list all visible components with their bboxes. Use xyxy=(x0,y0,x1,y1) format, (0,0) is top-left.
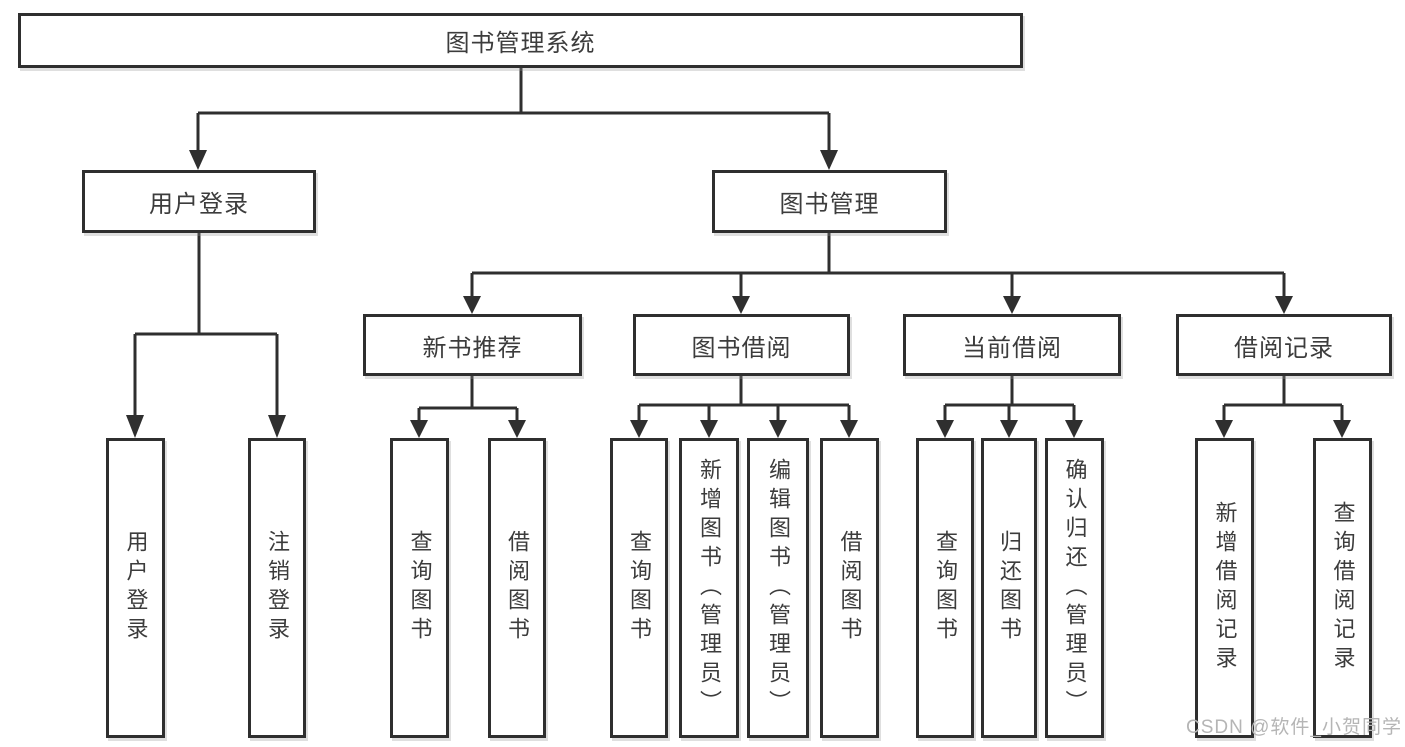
leaf-borrow-edit-book-admin: 编辑图书（管理员） xyxy=(747,438,809,738)
leaf-records-add-record: 新增借阅记录 xyxy=(1195,438,1254,738)
leaf-records-query-record: 查询借阅记录 xyxy=(1313,438,1372,738)
node-library-system: 图书管理系统 xyxy=(18,13,1023,68)
node-user-login: 用户登录 xyxy=(82,170,316,233)
leaf-current-query-book: 查询图书 xyxy=(916,438,974,738)
node-book-management: 图书管理 xyxy=(712,170,947,233)
leaf-borrow-add-book-admin: 新增图书（管理员） xyxy=(679,438,739,738)
leaf-borrow-query-book: 查询图书 xyxy=(610,438,668,738)
leaf-user-logout: 注销登录 xyxy=(248,438,306,738)
leaf-recommend-borrow-book: 借阅图书 xyxy=(488,438,546,738)
node-book-borrow: 图书借阅 xyxy=(633,314,850,376)
leaf-borrow-borrow-book: 借阅图书 xyxy=(820,438,879,738)
node-current-borrow: 当前借阅 xyxy=(903,314,1121,376)
node-borrow-records: 借阅记录 xyxy=(1176,314,1392,376)
watermark: CSDN @软件_小贺同学 xyxy=(1186,717,1402,738)
leaf-current-return-book: 归还图书 xyxy=(981,438,1037,738)
leaf-recommend-query-book: 查询图书 xyxy=(390,438,449,738)
leaf-user-login: 用户登录 xyxy=(106,438,165,738)
leaf-current-confirm-return-admin: 确认归还（管理员） xyxy=(1045,438,1104,738)
node-new-book-recommend: 新书推荐 xyxy=(363,314,582,376)
